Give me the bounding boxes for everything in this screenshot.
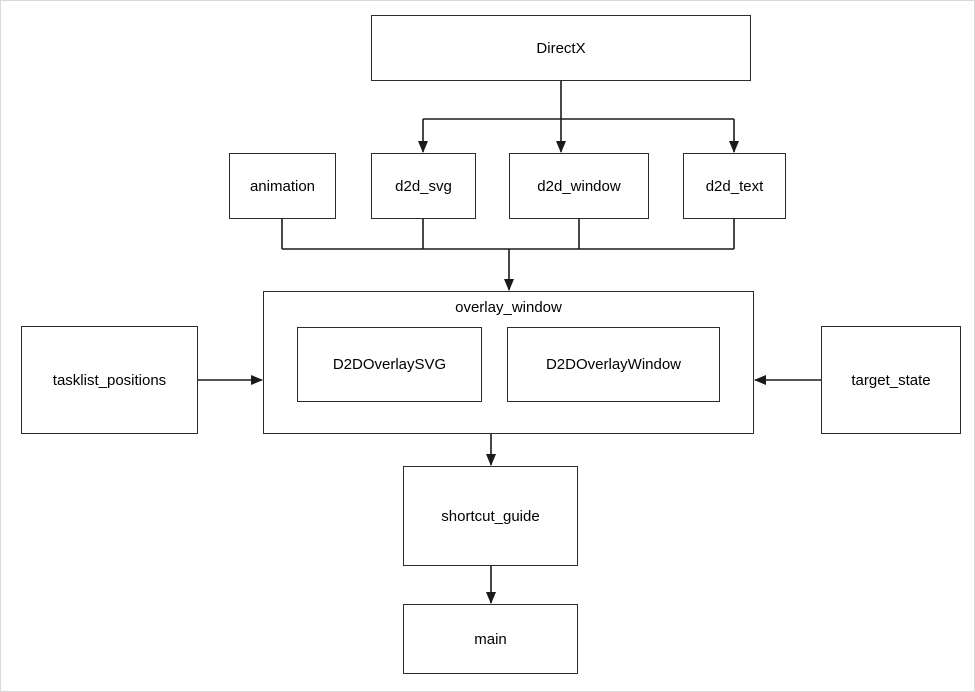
node-tasklist-positions-label: tasklist_positions <box>52 371 167 389</box>
node-main-label: main <box>474 630 507 648</box>
node-d2d-overlay-svg: D2DOverlaySVG <box>297 327 482 402</box>
node-animation: animation <box>229 153 336 219</box>
node-main: main <box>403 604 578 674</box>
node-d2d-text: d2d_text <box>683 153 786 219</box>
node-d2d-svg: d2d_svg <box>371 153 476 219</box>
node-d2d-window: d2d_window <box>509 153 649 219</box>
node-overlay-window: overlay_window D2DOverlaySVG D2DOverlayW… <box>263 291 754 434</box>
node-directx: DirectX <box>371 15 751 81</box>
node-tasklist-positions: tasklist_positions <box>21 326 198 434</box>
node-target-state-label: target_state <box>851 371 931 389</box>
node-d2d-overlay-svg-label: D2DOverlaySVG <box>332 356 447 373</box>
node-directx-label: DirectX <box>536 39 586 57</box>
node-shortcut-guide-label: shortcut_guide <box>441 507 540 525</box>
node-d2d-overlay-window-label: D2DOverlayWindow <box>545 356 682 373</box>
node-d2d-svg-label: d2d_svg <box>395 177 452 195</box>
node-d2d-text-label: d2d_text <box>705 177 764 195</box>
node-animation-label: animation <box>249 177 316 195</box>
node-d2d-window-label: d2d_window <box>537 177 621 195</box>
node-shortcut-guide: shortcut_guide <box>403 466 578 566</box>
node-d2d-overlay-window: D2DOverlayWindow <box>507 327 720 402</box>
node-overlay-window-label: overlay_window <box>455 299 562 316</box>
node-target-state: target_state <box>821 326 961 434</box>
